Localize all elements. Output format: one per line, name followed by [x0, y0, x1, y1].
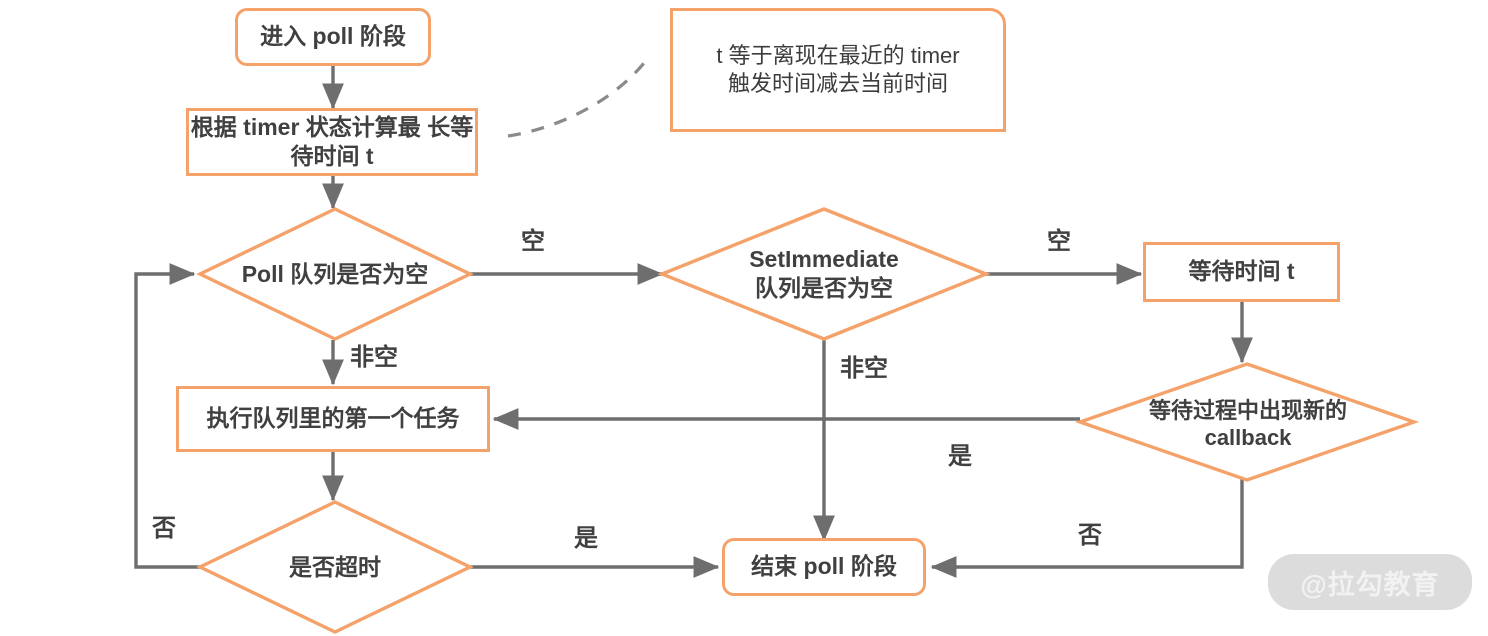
node-end[interactable]: 结束 poll 阶段	[722, 538, 926, 596]
node-compute-timeout-label: 根据 timer 状态计算最 长等待时间 t	[190, 113, 474, 169]
edge-label-setimmediate-nonempty: 非空	[840, 355, 888, 382]
edge-label-timeout-no: 否	[152, 515, 176, 542]
note-leader-line	[507, 57, 650, 138]
edge-timeout-no-loopback	[134, 263, 200, 569]
node-wait-t[interactable]: 等待时间 t	[1143, 242, 1340, 302]
node-wait-t-label: 等待时间 t	[1188, 258, 1295, 285]
watermark-badge: @拉勾教育	[1268, 554, 1472, 610]
node-end-label: 结束 poll 阶段	[751, 553, 897, 580]
node-compute-timeout[interactable]: 根据 timer 状态计算最 长等待时间 t	[186, 108, 478, 176]
edge-label-callback-yes: 是	[948, 443, 972, 470]
edge-label-poll-nonempty: 非空	[350, 344, 398, 371]
node-start-label: 进入 poll 阶段	[260, 23, 406, 50]
edge-label-setimmediate-empty: 空	[1047, 228, 1071, 255]
edge-label-timeout-yes: 是	[574, 525, 598, 552]
node-run-first-task[interactable]: 执行队列里的第一个任务	[176, 386, 490, 452]
node-run-first-task-label: 执行队列里的第一个任务	[206, 405, 460, 432]
note-text: t 等于离现在最近的 timer 触发时间减去当前时间	[716, 42, 960, 96]
node-start[interactable]: 进入 poll 阶段	[235, 8, 431, 66]
edge-label-callback-no: 否	[1078, 522, 1102, 549]
watermark-text: @拉勾教育	[1300, 569, 1440, 600]
note-timer-explanation: t 等于离现在最近的 timer 触发时间减去当前时间	[670, 8, 1006, 132]
diamond-is-timeout	[196, 500, 474, 634]
diamond-new-callback	[1074, 362, 1420, 482]
diamond-setimmediate-queue-empty	[657, 207, 991, 341]
edge-label-poll-empty: 空	[521, 228, 545, 255]
diamond-poll-queue-empty	[196, 207, 474, 341]
edge-callback-no-to-end	[930, 479, 1244, 578]
